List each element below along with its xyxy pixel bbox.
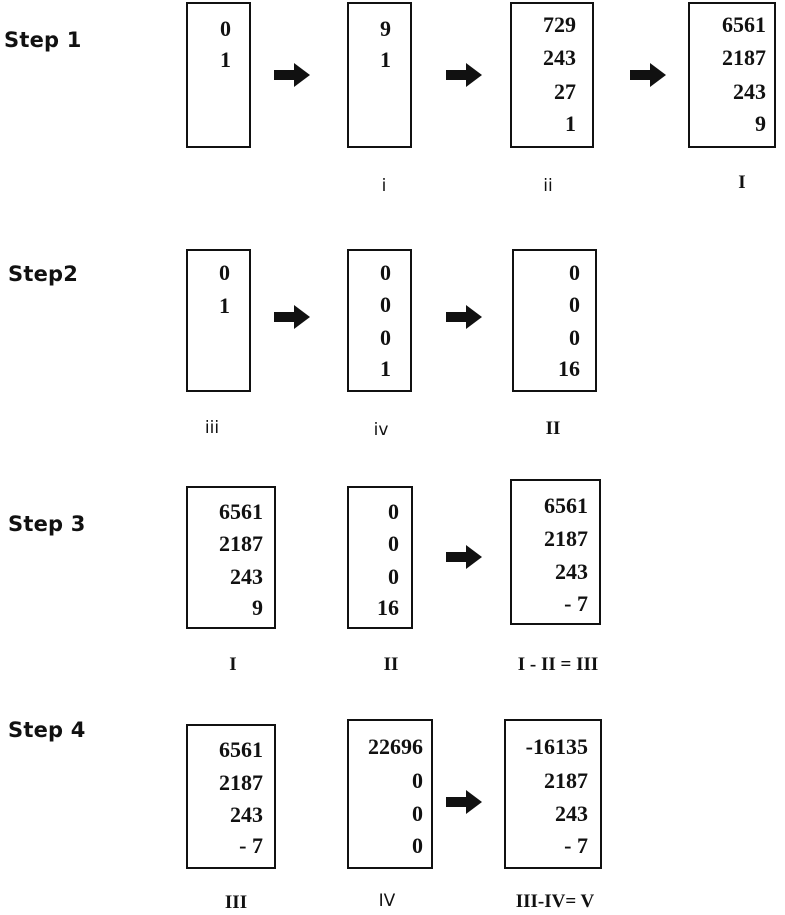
step3-box3-value-4: - 7 [564,591,588,616]
step3-box2-value-1: 0 [388,499,399,524]
caption-i: i [381,176,387,196]
step1-box-start [186,2,251,148]
step1-box1-value-2: 1 [220,47,231,72]
caption-II-step2: II [545,418,561,439]
step3-box2-value-2: 0 [388,531,399,556]
caption-iii: iii [204,418,220,438]
step3-box-I [186,486,276,629]
step4-box1-value-3: 243 [230,802,263,827]
right-arrow-icon [274,305,310,329]
step4-box1-value-1: 6561 [219,737,263,762]
step4-box3-value-2: 2187 [544,768,588,793]
step1-box4-value-3: 243 [733,79,766,104]
step1-box4-value-1: 6561 [722,12,766,37]
right-arrow-icon [446,63,482,87]
step2-box2-value-4: 1 [380,356,391,381]
step3-box-II [347,486,413,629]
step4-box-V [504,719,602,869]
right-arrow-icon [446,305,482,329]
right-arrow-icon [446,790,482,814]
step-4-label: Step 4 [8,718,86,742]
step3-box1-value-1: 6561 [219,499,263,524]
step2-box3-value-1: 0 [569,260,580,285]
step4-box2-value-2: 0 [412,768,423,793]
step4-box3-value-4: - 7 [564,833,588,858]
caption-I-step1: I [738,172,746,193]
step1-box1-value-1: 0 [220,16,231,41]
step3-box3-value-2: 2187 [544,526,588,551]
caption-ii: ii [543,176,553,196]
step4-box1-value-4: - 7 [239,833,263,858]
step1-box2-value-2: 1 [380,47,391,72]
step1-box3-value-4: 1 [565,111,576,136]
step1-box3-value-2: 243 [543,45,576,70]
step-3-label: Step 3 [8,512,86,536]
caption-II-step3: II [383,654,399,675]
step1-box2-value-1: 9 [380,16,391,41]
step2-box-iii [186,249,251,392]
caption-I-minus-II-equals-III: I - II = III [517,654,599,675]
step-1-label: Step 1 [4,28,82,52]
step3-box2-value-3: 0 [388,564,399,589]
step1-box4-value-2: 2187 [722,45,766,70]
step2-box3-value-4: 16 [558,356,580,381]
step3-box3-value-3: 243 [555,559,588,584]
step4-box2-value-3: 0 [412,801,423,826]
step4-box2-value-1: 22696 [368,734,423,759]
step3-box-III [510,479,601,625]
step2-box2-value-2: 0 [380,292,391,317]
caption-iv: iv [373,420,389,440]
right-arrow-icon [446,545,482,569]
step2-box1-value-2: 1 [219,293,230,318]
step1-box3-value-1: 729 [543,12,576,37]
step2-box3-value-2: 0 [569,292,580,317]
right-arrow-icon [630,63,666,87]
step1-box4-value-4: 9 [755,111,766,136]
step4-box3-value-1: -16135 [525,734,588,759]
step2-box2-value-3: 0 [380,325,391,350]
step1-box-ii [510,2,594,148]
step4-box-III [186,724,276,869]
step2-box1-value-1: 0 [219,260,230,285]
step4-box2-value-4: 0 [412,833,423,858]
step3-box3-value-1: 6561 [544,493,588,518]
step1-box-i [347,2,412,148]
step4-box3-value-3: 243 [555,801,588,826]
step4-box1-value-2: 2187 [219,770,263,795]
caption-I-step3: I [229,654,237,675]
step1-box-I [688,2,776,148]
caption-III-minus-IV-equals-V: III-IV= V [515,891,595,912]
step2-box3-value-3: 0 [569,325,580,350]
step3-box1-value-2: 2187 [219,531,263,556]
caption-III-step4: III [224,892,248,913]
step2-box-iv [347,249,412,392]
step3-box1-value-4: 9 [252,595,263,620]
step1-box3-value-3: 27 [554,79,576,104]
step-2-label: Step2 [8,262,79,286]
right-arrow-icon [274,63,310,87]
caption-IV: IV [378,891,396,911]
step3-box2-value-4: 16 [377,595,399,620]
step4-box-IV [347,719,433,869]
step2-box-II [512,249,597,392]
step2-box2-value-1: 0 [380,260,391,285]
step3-box1-value-3: 243 [230,564,263,589]
